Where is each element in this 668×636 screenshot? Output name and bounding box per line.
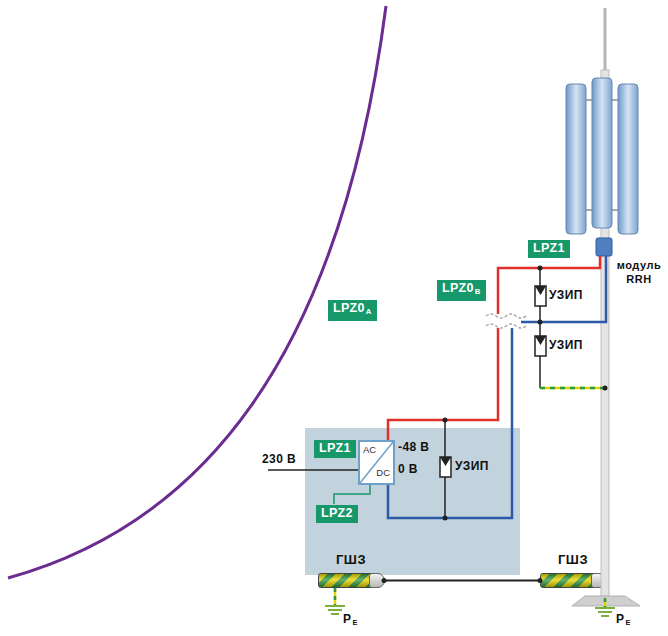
- text-part: LPZ0: [442, 281, 474, 295]
- text-part: P: [343, 612, 351, 626]
- voltage-label: -48 В: [398, 440, 429, 455]
- earth-label: PE: [343, 612, 358, 630]
- spd-symbol: [440, 418, 451, 521]
- bus-name: ГШЗ: [558, 552, 588, 568]
- subscript: E: [352, 618, 357, 627]
- minus-48v-wire: [388, 256, 600, 440]
- drawing-part: [443, 516, 448, 521]
- zone-name: LPZ0A: [333, 301, 372, 319]
- zero-volt-wire: [388, 256, 606, 518]
- drawing-part: [538, 266, 543, 271]
- antenna-panel: [618, 84, 638, 234]
- cable-break: [486, 314, 526, 328]
- drawing-part: [334, 588, 337, 606]
- zone-boundary-arc: [8, 6, 386, 578]
- junction-dot: [538, 578, 543, 583]
- drawing-part: [535, 286, 546, 306]
- zone-name: LPZ0B: [442, 281, 481, 299]
- spd-symbol: [535, 266, 546, 323]
- drawing-part: [325, 605, 345, 607]
- diagonal-line: [360, 442, 393, 483]
- acdc-converter: AC DC: [358, 440, 395, 485]
- drawing-part: [440, 457, 451, 477]
- drawing-part: [604, 8, 607, 80]
- voltage-label: 230 В: [262, 452, 296, 467]
- drawing-part: [540, 387, 605, 390]
- zone-name: LPZ1: [314, 440, 356, 458]
- subscript: A: [366, 307, 372, 316]
- text-part: P: [616, 612, 624, 626]
- drawing-part: [540, 387, 605, 390]
- spd-symbol: [535, 320, 546, 389]
- drawing-part: [538, 320, 543, 325]
- drawing-part: [595, 607, 615, 609]
- earth-label: PE: [616, 612, 631, 630]
- drawing-part: [440, 457, 451, 466]
- drawing-part: [535, 336, 546, 345]
- drawing-part: [604, 598, 607, 608]
- subscript: B: [475, 287, 481, 296]
- voltage-label: 0 В: [398, 462, 418, 477]
- mast: [566, 8, 640, 606]
- bonding-conductor: [384, 580, 540, 582]
- text-part: LPZ0: [333, 301, 365, 315]
- zone-leader: [334, 485, 370, 504]
- drawing-part: [486, 314, 526, 318]
- earth-bus: ГШЗ: [318, 552, 384, 590]
- spd-label: УЗИП: [455, 459, 489, 474]
- drawing-part: [443, 418, 448, 423]
- rrh-module: [596, 238, 612, 256]
- mains-wire: [268, 469, 358, 471]
- drawing-part: [486, 324, 526, 328]
- ground-symbol: [325, 606, 615, 616]
- drawing-part: [604, 598, 607, 608]
- spd-label: УЗИП: [549, 288, 583, 303]
- earth-bus: ГШЗ: [540, 552, 606, 590]
- zone-tag: LPZ2: [316, 505, 358, 523]
- drawing-part: [535, 286, 546, 295]
- drawing-part: [603, 386, 608, 391]
- drawing-part: [601, 615, 609, 617]
- zone-name: LPZ1: [533, 241, 565, 256]
- antenna-panel: [566, 84, 586, 234]
- converter-text: DC: [376, 467, 390, 478]
- drawing-part: [334, 588, 337, 606]
- earth-conductor: [335, 386, 608, 609]
- drawing-part: [328, 609, 342, 611]
- spd-label: УЗИП: [549, 338, 583, 353]
- zone-name: LPZ2: [321, 506, 353, 521]
- zone-tag: LPZ0B: [437, 280, 486, 301]
- zone-tag: LPZ1: [528, 240, 570, 258]
- antenna-panel: [592, 78, 612, 228]
- drawing-part: [535, 336, 546, 356]
- module-label: модуль RRH: [614, 258, 664, 286]
- zone-tag: LPZ0A: [328, 300, 377, 321]
- bus-name: ГШЗ: [336, 552, 366, 568]
- converter-text: AC: [363, 444, 376, 455]
- junction-dot: [382, 578, 387, 583]
- subscript: E: [625, 618, 630, 627]
- drawing-part: [331, 613, 339, 615]
- drawing-part: [598, 611, 612, 613]
